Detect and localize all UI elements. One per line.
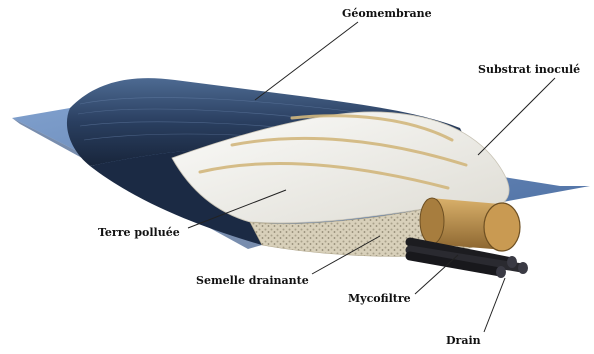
leader-geomembrane: [255, 22, 358, 100]
label-geomembrane: Géomembrane: [342, 7, 432, 20]
label-substrat: Substrat inoculé: [478, 63, 580, 76]
leader-drain: [484, 278, 505, 332]
label-drain: Drain: [446, 334, 481, 347]
label-terre: Terre polluée: [98, 226, 180, 239]
label-mycofiltre: Mycofiltre: [348, 292, 411, 305]
label-semelle: Semelle drainante: [196, 274, 309, 287]
leader-substrat: [478, 78, 555, 155]
